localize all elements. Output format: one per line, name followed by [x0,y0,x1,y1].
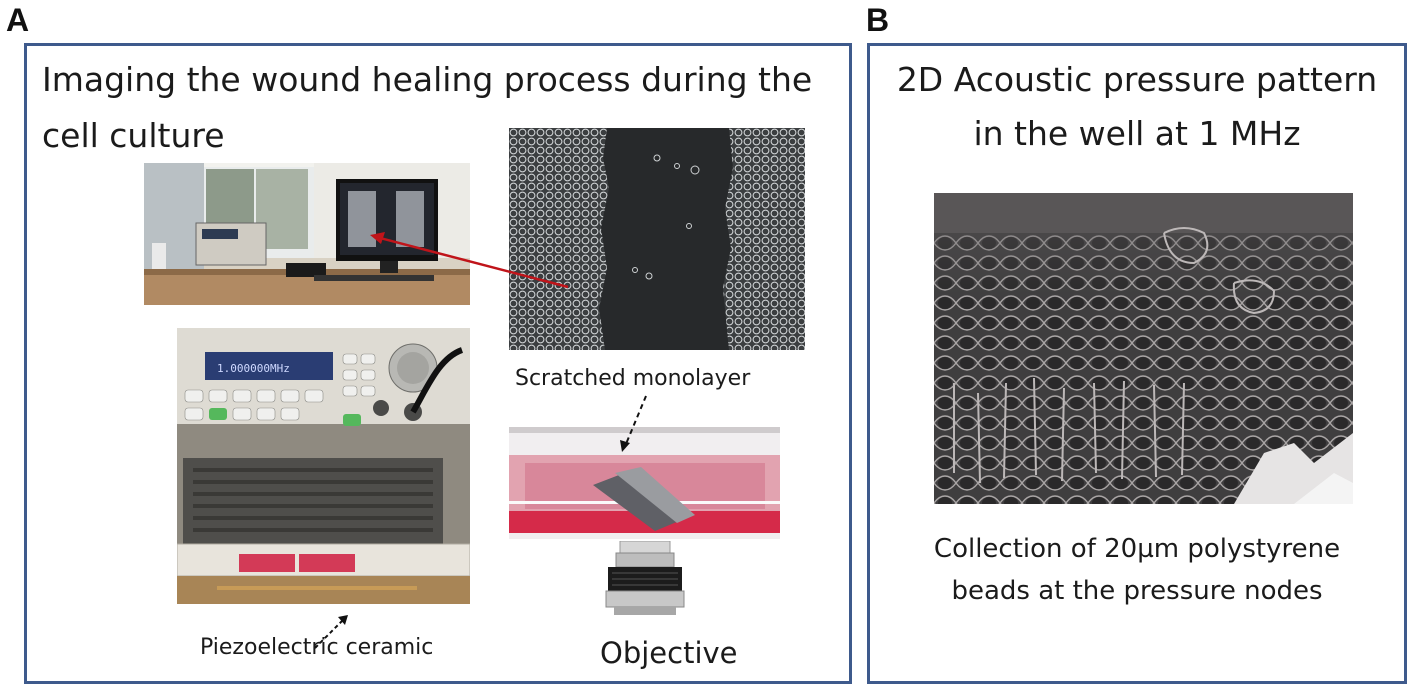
generator-display-text: 1.000000MHz [217,362,290,375]
scratched-monolayer-label: Scratched monolayer [515,366,751,391]
panel-a-letter: A [6,2,30,38]
piezoelectric-ceramic-label: Piezoelectric ceramic [200,635,434,660]
lab-bench-photo [144,163,470,305]
panel-b-caption-line1: Collection of 20µm polystyrene [933,534,1341,564]
panel-b-title-line1: 2D Acoustic pressure pattern [896,60,1378,99]
panel-b-letter: B [866,2,890,38]
objective-label: Objective [600,636,738,670]
panel-b-title-line2: in the well at 1 MHz [973,114,1301,153]
panel-a-title: Imaging the wound healing process during… [42,60,813,155]
objective-lens-photo [602,541,688,615]
acoustic-pressure-pattern-image [934,193,1353,504]
panel-b-caption-line2: beads at the pressure nodes [951,576,1323,606]
culture-well-photo [509,427,780,539]
function-generator-photo: 1.000000MHz [177,328,470,604]
scratch-microscopy-image [509,128,805,350]
